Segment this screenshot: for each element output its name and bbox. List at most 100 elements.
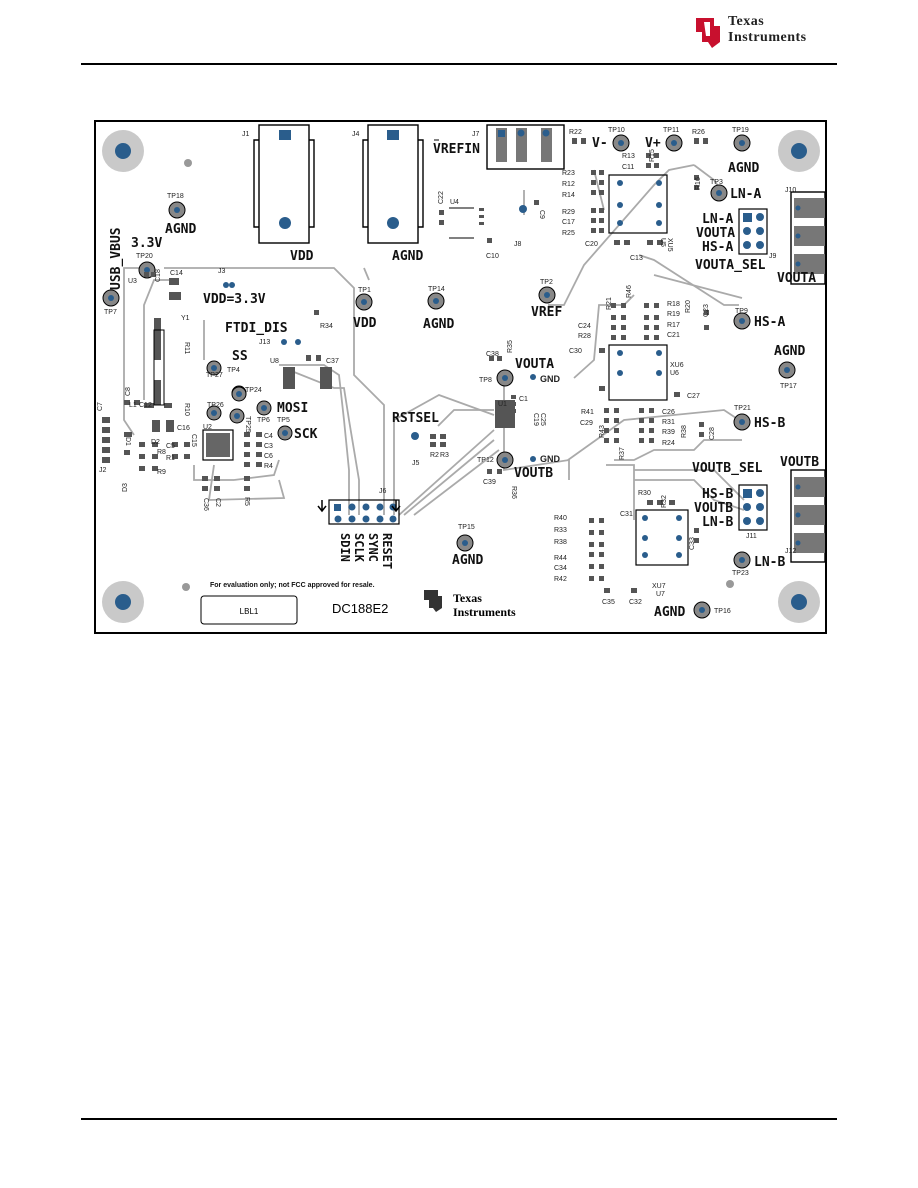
net-label: VOUTA xyxy=(777,271,816,286)
refdes: U6 xyxy=(670,370,679,377)
refdes: TP5 xyxy=(277,417,290,424)
refdes: C18 xyxy=(155,269,162,282)
refdes: R1 xyxy=(166,455,175,462)
ti-logo-icon xyxy=(696,18,720,48)
header-j11 xyxy=(738,484,768,531)
refdes: TP4 xyxy=(227,367,240,374)
net-label: 3.3V xyxy=(131,236,162,251)
net-label: AGND xyxy=(423,317,454,332)
refdes: R11 xyxy=(183,342,190,354)
refdes: R19 xyxy=(667,311,680,318)
net-label: VOUTA xyxy=(515,357,554,372)
refdes: R44 xyxy=(554,555,567,562)
refdes: C6 xyxy=(264,453,273,460)
refdes: C1 xyxy=(519,396,528,403)
refdes: TP8 xyxy=(479,377,492,384)
refdes: TP2 xyxy=(540,279,553,286)
refdes: R26 xyxy=(692,129,705,136)
refdes: TP12 xyxy=(477,457,494,464)
refdes: C27 xyxy=(687,393,700,400)
refdes: C11 xyxy=(622,164,634,171)
refdes: R33 xyxy=(554,527,567,534)
refdes: C25 xyxy=(539,413,546,426)
refdes: C14 xyxy=(170,270,183,277)
net-label: SCK xyxy=(294,427,318,442)
refdes: C30 xyxy=(569,348,582,355)
refdes: U7 xyxy=(656,591,665,598)
refdes: C23 xyxy=(703,304,710,317)
refdes: R28 xyxy=(578,333,591,340)
refdes: C37 xyxy=(326,358,339,365)
refdes: C34 xyxy=(554,565,567,572)
refdes: R23 xyxy=(562,170,575,177)
refdes: C12 xyxy=(139,402,152,409)
refdes: U4 xyxy=(450,199,459,206)
refdes: R2 xyxy=(430,452,439,459)
refdes: J13 xyxy=(259,339,270,346)
net-label: HS-A xyxy=(754,315,785,330)
refdes: XU5 xyxy=(666,238,673,252)
refdes: C32 xyxy=(629,599,642,606)
refdes: TP26 xyxy=(207,402,224,409)
refdes: C26 xyxy=(662,409,675,416)
refdes: R30 xyxy=(638,490,651,497)
refdes: C19 xyxy=(532,413,539,426)
refdes: C35 xyxy=(602,599,615,606)
arrow-down-icon xyxy=(317,500,401,513)
refdes: J5 xyxy=(412,460,420,467)
net-label: VOUTA_SEL xyxy=(695,258,766,273)
refdes: R42 xyxy=(554,576,567,583)
refdes: TP14 xyxy=(428,286,445,293)
net-label: USB_VBUS xyxy=(109,227,124,290)
net-label: AGND xyxy=(774,344,805,359)
refdes: C10 xyxy=(486,253,499,260)
refdes: TP17 xyxy=(780,383,797,390)
refdes: R9 xyxy=(157,469,166,476)
ti-logo-text-2: Instruments xyxy=(728,30,807,45)
net-label: VDD xyxy=(353,316,377,331)
refdes: R22 xyxy=(569,129,582,136)
refdes: C17 xyxy=(562,219,575,226)
net-label: FTDI_DIS xyxy=(225,321,288,336)
refdes: D1 xyxy=(124,437,131,446)
refdes: D2 xyxy=(151,439,160,446)
brand-text-2: Instruments xyxy=(453,605,516,619)
refdes: D3 xyxy=(122,483,129,492)
refdes: TP27 xyxy=(206,372,223,379)
refdes: C5 xyxy=(166,443,175,450)
refdes: XU7 xyxy=(652,583,666,590)
part-number: DC188E2 xyxy=(332,601,388,616)
pcb-top-layout: VDD AGND VREFIN V- V+ AGND AGND USB_VBUS… xyxy=(94,120,827,634)
net-label: MOSI xyxy=(277,401,308,416)
refdes: C21 xyxy=(667,332,680,339)
net-label: AGND xyxy=(392,249,423,264)
refdes: Y1 xyxy=(181,315,190,322)
refdes: J3 xyxy=(218,268,226,275)
refdes: R38 xyxy=(554,539,567,546)
refdes: J12 xyxy=(785,548,796,555)
refdes: R40 xyxy=(554,515,567,522)
refdes: R46 xyxy=(626,285,633,298)
refdes: R25 xyxy=(562,230,575,237)
ti-logo-icon xyxy=(424,590,442,612)
refdes: C38 xyxy=(486,351,499,358)
refdes: TP7 xyxy=(104,309,117,316)
refdes: J4 xyxy=(352,131,360,138)
header-j9 xyxy=(738,208,768,255)
refdes: R31 xyxy=(662,419,675,426)
refdes: R38 xyxy=(681,425,688,438)
footer-rule xyxy=(81,1118,837,1120)
refdes: C15 xyxy=(190,434,197,447)
label-box xyxy=(200,595,298,625)
refdes: R43 xyxy=(599,425,606,438)
refdes: TP21 xyxy=(734,405,751,412)
refdes: C33 xyxy=(689,537,696,550)
refdes: C31 xyxy=(620,511,633,518)
net-label: V- xyxy=(592,136,608,151)
net-label: VDD xyxy=(290,249,314,264)
refdes: R29 xyxy=(562,209,575,216)
refdes: J2 xyxy=(99,467,107,474)
net-label: VREFIN xyxy=(433,142,480,157)
connector-j1 xyxy=(253,124,315,244)
net-label: VREF xyxy=(531,305,562,320)
